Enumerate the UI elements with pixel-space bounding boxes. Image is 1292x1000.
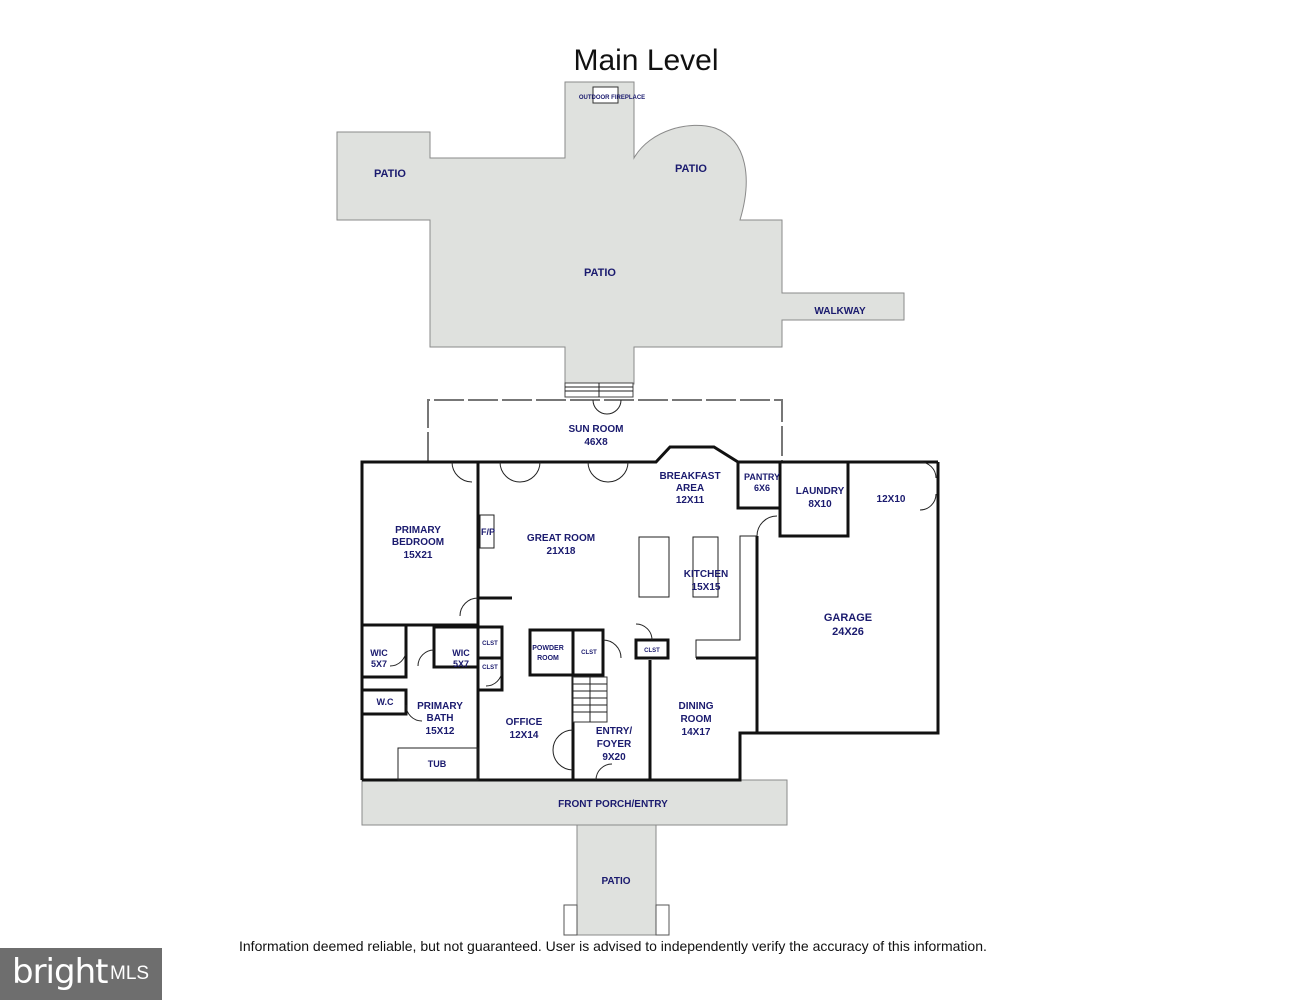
label-wic-left-size: 5X7 <box>371 659 387 669</box>
label-great-room-size: 21X18 <box>547 546 576 557</box>
label-fireplace: F/P <box>481 527 495 537</box>
label-breakfast: BREAKFAST <box>659 471 720 482</box>
label-clst-a: CLST <box>482 641 498 647</box>
front-steps-left <box>563 904 578 936</box>
label-patio-main: PATIO <box>584 267 616 279</box>
label-garage: GARAGE <box>824 612 872 624</box>
label-wic-left: WIC <box>370 648 388 658</box>
interior-walls <box>360 462 850 781</box>
label-clst-c: CLST <box>581 650 597 656</box>
label-sun-room-size: 46X8 <box>584 437 608 448</box>
label-clst-d: CLST <box>644 648 660 654</box>
door-swings <box>389 461 937 781</box>
label-laundry-size: 8X10 <box>808 499 832 510</box>
label-primary-bedroom-size: 15X21 <box>404 550 433 561</box>
bright-mls-logo: bright MLS <box>0 948 162 1000</box>
front-patio-area <box>576 824 657 936</box>
label-entry-size: 9X20 <box>602 752 626 763</box>
label-patio-front: PATIO <box>601 876 630 887</box>
label-pantry-size: 6X6 <box>754 483 770 493</box>
label-primary-bath-2: BATH <box>426 713 453 724</box>
label-laundry: LAUNDRY <box>796 486 845 497</box>
label-garage-size: 24X26 <box>832 626 864 638</box>
sun-room-outline <box>427 399 783 462</box>
label-powder-room: ROOM <box>537 655 559 662</box>
label-patio-left: PATIO <box>374 168 406 180</box>
label-breakfast-area: AREA <box>676 483 704 494</box>
label-front-porch: FRONT PORCH/ENTRY <box>558 799 668 810</box>
label-kitchen-size: 15X15 <box>692 582 721 593</box>
disclaimer-text: Information deemed reliable, but not gua… <box>239 938 987 954</box>
plan-title: Main Level <box>573 44 719 77</box>
outdoor-fireplace-symbol <box>592 86 619 104</box>
label-pantry: PANTRY <box>744 472 780 482</box>
label-powder: POWDER <box>532 645 564 652</box>
label-walkway: WALKWAY <box>814 306 866 317</box>
label-office-size: 12X14 <box>510 730 539 741</box>
label-patio-round: PATIO <box>675 163 707 175</box>
label-primary-bath: PRIMARY <box>417 701 463 712</box>
logo-mls: MLS <box>110 963 150 984</box>
label-primary-bedroom-2: BEDROOM <box>392 537 444 548</box>
label-breakfast-size: 12X11 <box>676 495 705 506</box>
label-wic-right-size: 5X7 <box>453 659 469 669</box>
label-kitchen: KITCHEN <box>684 569 728 580</box>
label-office: OFFICE <box>506 717 543 728</box>
stairs <box>572 676 608 723</box>
label-entry: ENTRY/ <box>596 726 633 737</box>
label-great-room: GREAT ROOM <box>527 533 595 544</box>
label-dining: DINING <box>679 701 714 712</box>
rear-steps <box>564 382 634 398</box>
front-steps-right <box>655 904 670 936</box>
front-porch-area <box>361 779 788 826</box>
label-foyer: FOYER <box>597 739 632 750</box>
label-outdoor-fireplace: OUTDOOR FIREPLACE <box>579 95 645 101</box>
label-sun-room: SUN ROOM <box>569 424 624 435</box>
label-primary-bedroom: PRIMARY <box>395 525 441 536</box>
label-dining-room: ROOM <box>680 714 711 725</box>
rear-patio-area <box>336 81 905 385</box>
label-clst-b: CLST <box>482 665 498 671</box>
label-tub: TUB <box>428 759 447 769</box>
label-primary-bath-size: 15X12 <box>426 726 455 737</box>
label-dining-size: 14X17 <box>682 727 711 738</box>
label-wic-right: WIC <box>452 648 470 658</box>
label-wc: W.C <box>377 697 394 707</box>
label-garage-extra: 12X10 <box>877 494 906 505</box>
logo-brand: bright <box>12 952 108 992</box>
